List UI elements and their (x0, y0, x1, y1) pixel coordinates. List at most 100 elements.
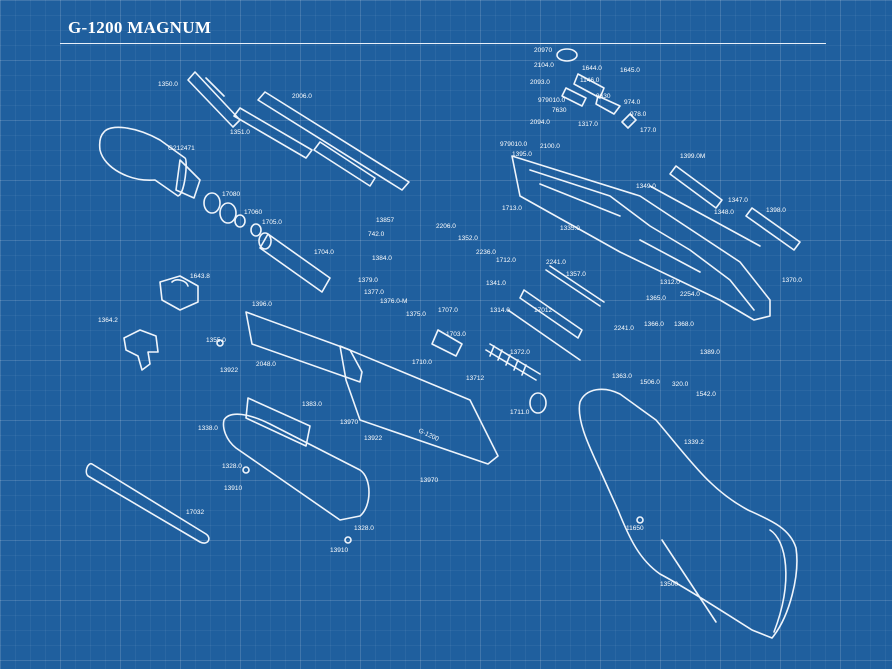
part-magazine-tube-rod (257, 91, 410, 191)
part-barrel-extension (175, 159, 201, 199)
part-number-label: 1350.0 (158, 81, 178, 88)
part-number-label: 7630 (552, 107, 567, 114)
part-barrel (98, 126, 187, 197)
part-number-label: 2048.0 (256, 361, 276, 368)
part-rail-1398 (745, 207, 801, 251)
part-number-label: 11650 (626, 525, 644, 532)
part-receiver-interior (529, 169, 755, 311)
part-piston-1704 (259, 233, 331, 293)
part-magazine-tube-17032 (85, 462, 210, 544)
part-number-label: 17032 (186, 509, 204, 516)
part-number-label: 1339.2 (684, 439, 704, 446)
part-number-label: 1398.0 (766, 207, 786, 214)
part-number-label: 2241.0 (614, 325, 634, 332)
part-piece-974 (595, 95, 621, 115)
part-number-label: 17060 (244, 209, 262, 216)
part-number-label: 1357.0 (566, 271, 586, 278)
part-rod-1349 (649, 185, 761, 247)
part-number-label: 2006.0 (292, 93, 312, 100)
part-number-label: 1506.0 (640, 379, 660, 386)
part-cap-1711 (529, 392, 547, 414)
part-forend-1338 (222, 413, 370, 521)
part-number-label: 13970 (420, 477, 438, 484)
part-number-label: 979010.0 (500, 141, 527, 148)
part-number-label: 1366.0 (644, 321, 664, 328)
part-number-label: 1643.8 (190, 273, 210, 280)
part-spring-1357 (545, 265, 605, 307)
part-number-label: 1644.0 (582, 65, 602, 72)
part-number-label: 1348.0 (714, 209, 734, 216)
part-number-label: 1707.0 (438, 307, 458, 314)
part-number-label: 17012 (534, 307, 552, 314)
part-rail-1399 (669, 165, 723, 209)
part-number-label: 974.0 (624, 99, 641, 106)
part-number-label: 17080 (222, 191, 240, 198)
part-number-label: 1711.0 (510, 409, 530, 416)
part-number-label: 1542.0 (696, 391, 716, 398)
part-number-label: 2254.0 (680, 291, 700, 298)
part-number-label: 1710.0 (412, 359, 432, 366)
part-number-label: 1335.0 (560, 225, 580, 232)
part-screw-1328a (242, 466, 250, 474)
part-number-label: 978.0 (630, 111, 647, 118)
part-number-label: 1384.0 (372, 255, 392, 262)
part-guide-17012 (519, 289, 583, 339)
part-labels: 1350.02006.01351.0G21247117080170601705.… (98, 47, 802, 588)
part-number-label: 13922 (364, 435, 382, 442)
part-bracket-2093 (561, 87, 587, 107)
part-latch-1644 (573, 73, 605, 99)
part-diamond-978 (621, 113, 637, 129)
part-number-label: 1351.0 (230, 129, 250, 136)
part-number-label: 1355.0 (206, 337, 226, 344)
part-screw-1328b (344, 536, 352, 544)
part-number-label: 2104.0 (534, 62, 554, 69)
part-screw-11650 (636, 516, 644, 524)
part-ring-1708 (203, 192, 221, 214)
part-number-label: 1338.0 (198, 425, 218, 432)
part-number-label: 1375.0 (406, 311, 426, 318)
part-rod-1314 (507, 309, 581, 361)
part-number-label: 1352.0 (458, 235, 478, 242)
part-number-label: 9630 (596, 93, 611, 100)
part-number-label: 1312.0 (660, 279, 680, 286)
part-number-label: 1379.0 (358, 277, 378, 284)
part-number-label: 1645.0 (620, 67, 640, 74)
part-spring-1372 (485, 343, 541, 381)
part-number-label: 1372.0 (510, 349, 530, 356)
part-number-label: 1146.0 (580, 77, 600, 84)
part-number-label: 320.0 (672, 381, 689, 388)
part-number-label: 1704.0 (314, 249, 334, 256)
part-number-label: 2241.0 (546, 259, 566, 266)
part-bolt-1703 (431, 329, 463, 357)
part-number-label: 1389.0 (700, 349, 720, 356)
part-number-label: 1395.0 (512, 151, 532, 158)
part-number-label: 2206.0 (436, 223, 456, 230)
part-stock-butt (769, 529, 787, 633)
part-number-label: 13857 (376, 217, 394, 224)
title-underline (60, 43, 826, 44)
part-number-label: 1328.0 (354, 525, 374, 532)
part-number-label: 1314.0 (490, 307, 510, 314)
part-number-label: 1712.0 (496, 257, 516, 264)
part-action-bar (233, 107, 376, 187)
part-ring-20970 (556, 48, 578, 62)
part-number-label: 1349.0 (636, 183, 656, 190)
part-number-label: 1363.0 (612, 373, 632, 380)
part-number-label: 742.0 (368, 231, 385, 238)
part-forend-inner (245, 397, 311, 447)
part-trigger-housing (245, 311, 363, 383)
part-number-label: 1317.0 (578, 121, 598, 128)
part-number-label: 13970 (340, 419, 358, 426)
part-number-label: 1383.0 (302, 401, 322, 408)
part-number-label: 2093.0 (530, 79, 550, 86)
part-trigger-1364 (123, 329, 159, 371)
part-block-1643 (159, 275, 199, 311)
part-number-label: G212471 (168, 145, 195, 152)
part-number-label: 1377.0 (364, 289, 384, 296)
part-number-label: 1370.0 (782, 277, 802, 284)
part-number-label: 1368.0 (674, 321, 694, 328)
part-number-label: 1328.0 (222, 463, 242, 470)
part-number-label: 1364.2 (98, 317, 118, 324)
part-receiver-upper (511, 155, 771, 321)
